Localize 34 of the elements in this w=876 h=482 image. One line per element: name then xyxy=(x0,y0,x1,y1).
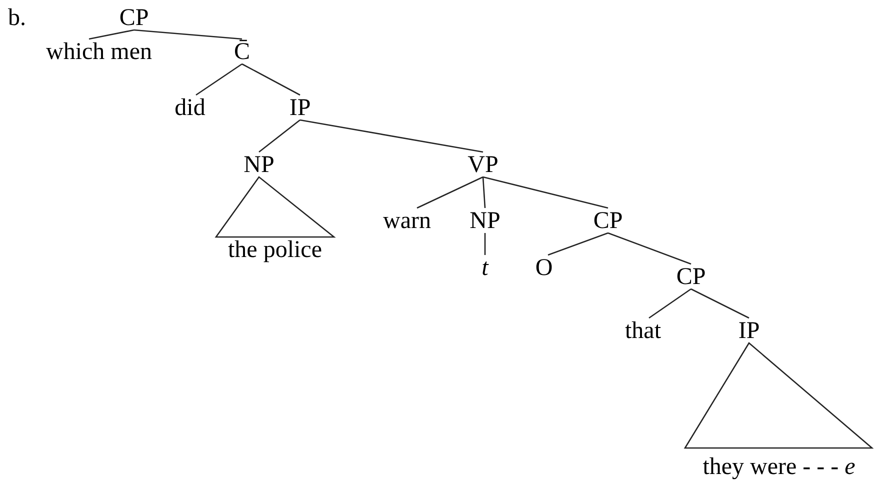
tree-label: C̄ xyxy=(234,39,250,65)
tree-label: that xyxy=(625,318,661,344)
tree-branch xyxy=(134,29,242,40)
tree-branch xyxy=(196,63,242,96)
example-label: b. xyxy=(8,5,26,31)
tree-branch xyxy=(300,119,484,153)
tree-branch xyxy=(258,119,300,153)
triangle-branch xyxy=(684,342,874,449)
tree-branch xyxy=(690,288,750,319)
tree-label: NP xyxy=(244,152,274,178)
tree-branch xyxy=(482,176,486,208)
tree-label: which men xyxy=(46,39,152,65)
tree-branch xyxy=(88,29,134,40)
triangle-branch xyxy=(214,176,336,238)
tree-label: NP xyxy=(470,208,500,234)
tree-label: O xyxy=(535,255,553,281)
tree-label: CP xyxy=(676,264,706,290)
tree-label: they were - - - e xyxy=(702,454,856,480)
tree-label: IP xyxy=(289,95,311,121)
tree-label: VP xyxy=(468,152,498,178)
tree-label: warn xyxy=(383,208,431,234)
tree-branch xyxy=(482,176,608,209)
tree-branch xyxy=(548,232,608,256)
tree-branch xyxy=(416,176,484,209)
tree-label: CP xyxy=(119,5,149,31)
tree-label: did xyxy=(174,95,206,121)
tree-branch xyxy=(484,233,486,255)
tree-branch xyxy=(242,63,300,96)
tree-label: CP xyxy=(593,208,623,234)
tree-label: t xyxy=(482,255,488,281)
tree-label: IP xyxy=(738,318,760,344)
tree-branch xyxy=(648,288,692,319)
tree-branch xyxy=(608,232,692,265)
tree-label: the police xyxy=(228,237,322,263)
